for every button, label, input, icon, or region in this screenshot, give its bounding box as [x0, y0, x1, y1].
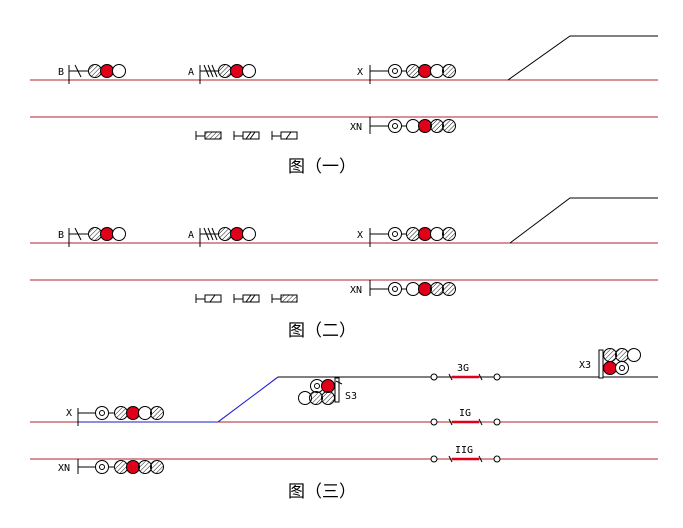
signal-label-x: X [357, 230, 363, 241]
signal-xn [369, 117, 456, 134]
signal-label-s3: S3 [345, 391, 357, 402]
signal-label-xn: XN [58, 463, 70, 474]
signal-s3 [298, 377, 343, 405]
signal-label-x: X [66, 408, 72, 419]
signal-label-xn: XN [350, 285, 362, 296]
figure-1: B A X [30, 35, 658, 177]
signal-b [68, 227, 126, 247]
track-section-ig [430, 418, 501, 426]
signal-label-x: X [357, 67, 363, 78]
signal-label-x3: X3 [579, 360, 591, 371]
track-section-iig [430, 455, 501, 463]
signal-label-a: A [188, 67, 194, 78]
signal-x [77, 406, 164, 426]
signal-label-xn: XN [350, 122, 362, 133]
track-label-3g: 3G [457, 363, 469, 374]
signal-a [199, 227, 256, 247]
siding-line [509, 197, 658, 244]
figure-3: X XN [30, 348, 658, 502]
signal-xn [77, 459, 164, 474]
figure-caption-2: 图（二） [288, 321, 356, 341]
figure-2: B A X [30, 197, 658, 341]
signal-label-b: B [58, 230, 64, 241]
figure-caption-1: 图（一） [288, 157, 356, 177]
signal-x3 [598, 348, 641, 379]
legend-symbols-2 [195, 294, 298, 303]
signal-label-b: B [58, 67, 64, 78]
signal-label-a: A [188, 230, 194, 241]
signal-b [68, 64, 126, 84]
signal-x [369, 227, 456, 247]
track-section-3g [430, 373, 501, 381]
siding-line [507, 35, 658, 81]
signal-a [199, 64, 256, 84]
track-label-iig: IIG [455, 445, 473, 456]
figure-caption-3: 图（三） [288, 482, 356, 502]
signal-x [369, 64, 456, 84]
track-label-ig: IG [459, 408, 471, 419]
legend-symbols-1 [195, 131, 298, 140]
signal-xn [369, 280, 456, 296]
